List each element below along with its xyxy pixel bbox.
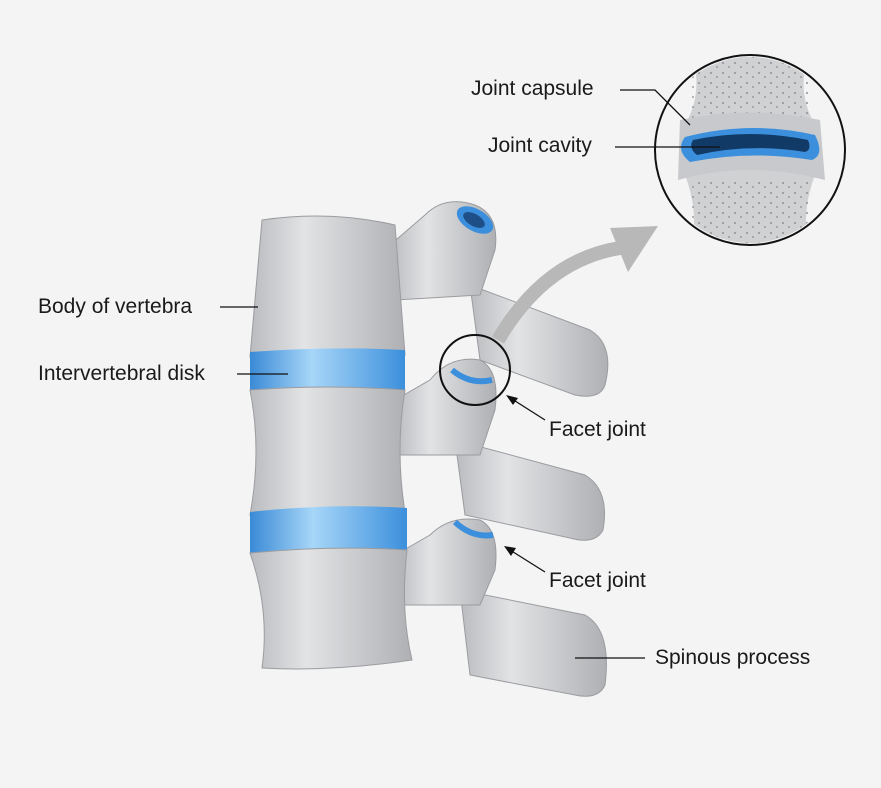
vertebral-body-top (249, 215, 406, 358)
vertebral-body-middle (249, 386, 406, 516)
vertebral-body-bottom (249, 547, 413, 670)
intervertebral-disk-top (250, 348, 405, 392)
joint-inset (654, 54, 846, 246)
intervertebral-disk-bottom (250, 506, 407, 555)
zoom-arrow (491, 241, 622, 344)
label-facet-joint-upper: Facet joint (549, 418, 646, 441)
label-spinous-process: Spinous process (655, 646, 811, 669)
facet-bottom (394, 518, 497, 606)
label-joint-capsule: Joint capsule (471, 77, 594, 100)
facet-highlight-circle (439, 334, 511, 406)
arrowhead-lower (504, 546, 516, 556)
facet-middle (394, 358, 497, 456)
zoom-arrow-head (610, 226, 658, 272)
label-joint-cavity: Joint cavity (488, 134, 592, 157)
label-intervertebral-disk: Intervertebral disk (38, 362, 205, 385)
leader-lines (220, 89, 720, 659)
spinous-process-middle (454, 439, 606, 541)
spinous-process-top (469, 284, 609, 397)
arrowhead-upper (506, 395, 518, 405)
label-facet-joint-lower: Facet joint (549, 569, 646, 592)
spinous-process-bottom (459, 589, 607, 697)
facet-top (389, 201, 497, 301)
label-body-of-vertebra: Body of vertebra (38, 295, 193, 318)
